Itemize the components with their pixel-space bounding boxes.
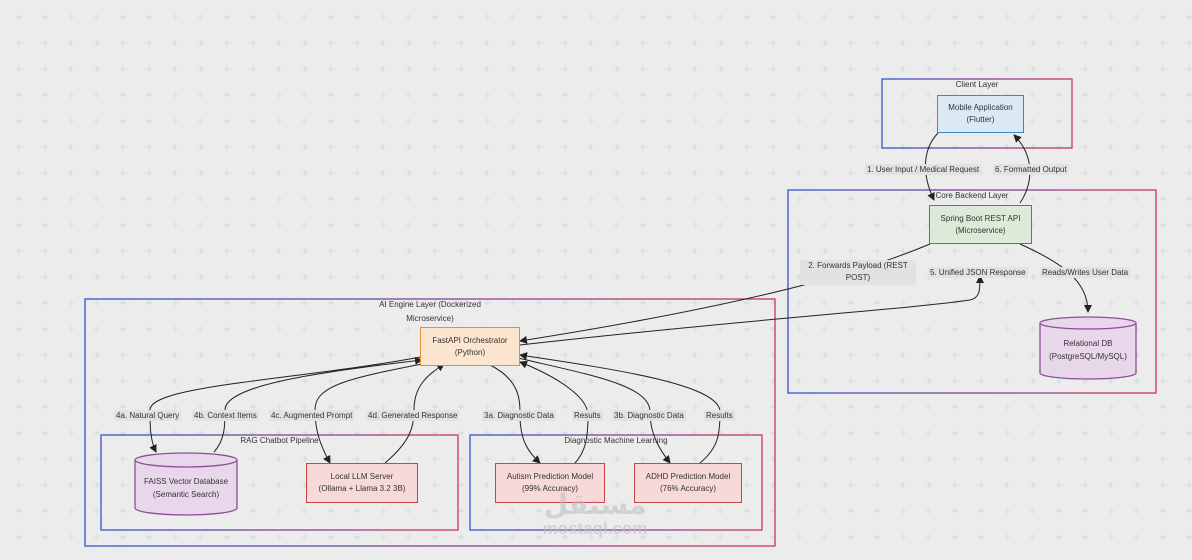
ai-engine-layer-title: AI Engine Layer (Dockerized Microservice… bbox=[330, 299, 530, 325]
edge-label-results-2: Results bbox=[704, 410, 735, 421]
watermark-latin: mostaql.com bbox=[542, 519, 648, 538]
faiss-node-line2: (Semantic Search) bbox=[152, 490, 220, 499]
edge-label-results-1: Results bbox=[572, 410, 603, 421]
ai-engine-title-line2: Microservice) bbox=[406, 314, 454, 323]
adhd-node-line1: ADHD Prediction Model bbox=[645, 472, 731, 481]
ml-cluster-title: Diagnostic Machine Learning bbox=[564, 436, 668, 445]
fastapi-node-line2: (Python) bbox=[454, 347, 486, 357]
mobile-node-line1: Mobile Application bbox=[948, 103, 1013, 112]
spring-boot-api-node[interactable]: Spring Boot REST API (Microservice) bbox=[929, 205, 1032, 244]
ml-cluster bbox=[469, 434, 763, 531]
autism-model-node[interactable]: Autism Prediction Model (99% Accuracy) bbox=[495, 463, 605, 503]
autism-node-line1: Autism Prediction Model bbox=[506, 472, 594, 481]
relational-db-node[interactable]: Relational DB (PostgreSQL/MySQL) bbox=[1040, 330, 1136, 370]
ai-engine-title-line1: AI Engine Layer (Dockerized bbox=[379, 300, 481, 309]
edge-label-3b: 3b. Diagnostic Data bbox=[612, 410, 686, 421]
edge-label-1: 1. User Input / Medical Request bbox=[865, 164, 982, 175]
spring-node-line2: (Microservice) bbox=[955, 225, 1006, 235]
db-node-line2: (PostgreSQL/MySQL) bbox=[1049, 352, 1127, 361]
edge-label-4d: 4d. Generated Response bbox=[366, 410, 460, 421]
edge-4b-context-items bbox=[213, 356, 423, 453]
faiss-cylinder bbox=[134, 452, 238, 516]
edge-1-user-input bbox=[924, 132, 939, 201]
backend-layer-title: Core Backend Layer bbox=[935, 191, 1009, 200]
mobile-node-line2: (Flutter) bbox=[966, 115, 995, 124]
fastapi-orchestrator-node[interactable]: FastAPI Orchestrator (Python) bbox=[420, 327, 520, 366]
edge-label-3a: 3a. Diagnostic Data bbox=[482, 410, 556, 421]
edge-label-2-line1: 2. Forwards Payload (REST bbox=[808, 261, 908, 270]
edge-label-2-line2: POST) bbox=[845, 273, 871, 282]
edge-results-adhd bbox=[519, 352, 721, 464]
edge-label-4a: 4a. Natural Query bbox=[114, 410, 182, 421]
edge-label-4c: 4c. Augmented Prompt bbox=[269, 410, 355, 421]
edge-label-reads-writes: Reads/Writes User Data bbox=[1040, 267, 1131, 278]
adhd-model-node[interactable]: ADHD Prediction Model (76% Accuracy) bbox=[634, 463, 742, 503]
llm-node-line1: Local LLM Server bbox=[330, 472, 394, 481]
edge-label-4b: 4b. Context Items bbox=[192, 410, 259, 421]
edge-label-6: 6. Formatted Output bbox=[993, 164, 1069, 175]
faiss-vector-db-node[interactable]: FAISS Vector Database (Semantic Search) bbox=[135, 468, 237, 508]
edge-2-forwards-payload bbox=[519, 243, 931, 344]
mostaql-watermark: مستقل mostaql.com bbox=[520, 490, 670, 538]
db-node-line1: Relational DB bbox=[1063, 339, 1113, 348]
backend-layer-cluster bbox=[787, 189, 1157, 394]
watermark-arabic: مستقل bbox=[543, 488, 647, 521]
client-layer-title: Client Layer bbox=[955, 80, 999, 89]
ai-engine-layer-cluster bbox=[84, 298, 776, 547]
rag-cluster-title: RAG Chatbot Pipeline bbox=[240, 436, 319, 445]
edge-label-5: 5. Unified JSON Response bbox=[928, 267, 1028, 278]
edge-4a-natural-query bbox=[149, 355, 427, 453]
autism-node-line2: (99% Accuracy) bbox=[521, 484, 579, 493]
fastapi-node-line1: FastAPI Orchestrator bbox=[432, 335, 508, 345]
llm-node-line2: (Ollama + Llama 3.2 3B) bbox=[318, 484, 406, 493]
rag-cluster bbox=[100, 434, 459, 531]
local-llm-server-node[interactable]: Local LLM Server (Ollama + Llama 3.2 3B) bbox=[306, 463, 418, 503]
edge-3b-diagnostic-data bbox=[517, 357, 671, 464]
client-layer-cluster bbox=[881, 78, 1073, 149]
mobile-application-node[interactable]: Mobile Application (Flutter) bbox=[937, 95, 1024, 133]
spring-node-line1: Spring Boot REST API bbox=[940, 213, 1021, 223]
edge-label-2: 2. Forwards Payload (REST POST) bbox=[800, 260, 916, 285]
relational-db-cylinder bbox=[1039, 316, 1137, 380]
edge-5-unified-json bbox=[519, 275, 984, 346]
edge-4c-augmented-prompt bbox=[314, 361, 433, 464]
faiss-node-line1: FAISS Vector Database bbox=[143, 477, 229, 486]
adhd-node-line2: (76% Accuracy) bbox=[659, 484, 717, 493]
